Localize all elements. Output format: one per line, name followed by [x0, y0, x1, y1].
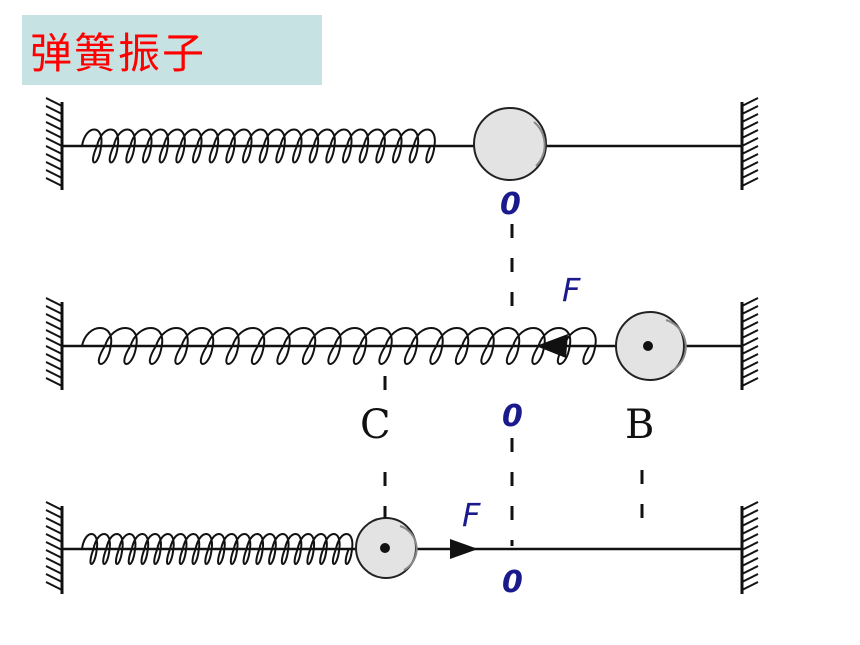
dashed-guides [383, 224, 644, 546]
wall-hatch-icon [45, 297, 64, 390]
row-stretched: F C 0 B [62, 271, 742, 448]
ball-icon [615, 311, 687, 381]
point-c-label: C [360, 402, 391, 448]
wall-hatch-icon [740, 97, 759, 190]
ball-icon [473, 107, 547, 181]
force-label-mid: F [562, 271, 581, 309]
diagram-panel: 0 F C 0 B [30, 86, 790, 624]
origin-label-mid: 0 [502, 399, 523, 434]
origin-label-top: 0 [500, 187, 521, 222]
ball-icon [355, 517, 418, 579]
force-arrow-icon [450, 539, 478, 559]
row-equilibrium: 0 [62, 107, 742, 222]
spring-coil-icon [81, 128, 436, 164]
wall-hatch-icon [45, 501, 64, 594]
wall-hatch-icon [740, 501, 759, 594]
spring-coil-icon [81, 533, 354, 565]
spring-oscillator-diagram: 0 F C 0 B [45, 97, 759, 600]
spring-coil-icon [81, 327, 597, 365]
origin-label-bot: 0 [502, 565, 523, 600]
force-arrow-icon [536, 334, 568, 358]
wall-hatch-icon [740, 297, 759, 390]
page-title: 弹簧振子 [30, 28, 207, 78]
point-b-label: B [625, 402, 654, 448]
force-label-bot: F [462, 496, 481, 534]
title-box: 弹簧振子 [22, 15, 322, 85]
row-compressed: F 0 [62, 496, 742, 600]
wall-hatch-icon [45, 97, 64, 190]
